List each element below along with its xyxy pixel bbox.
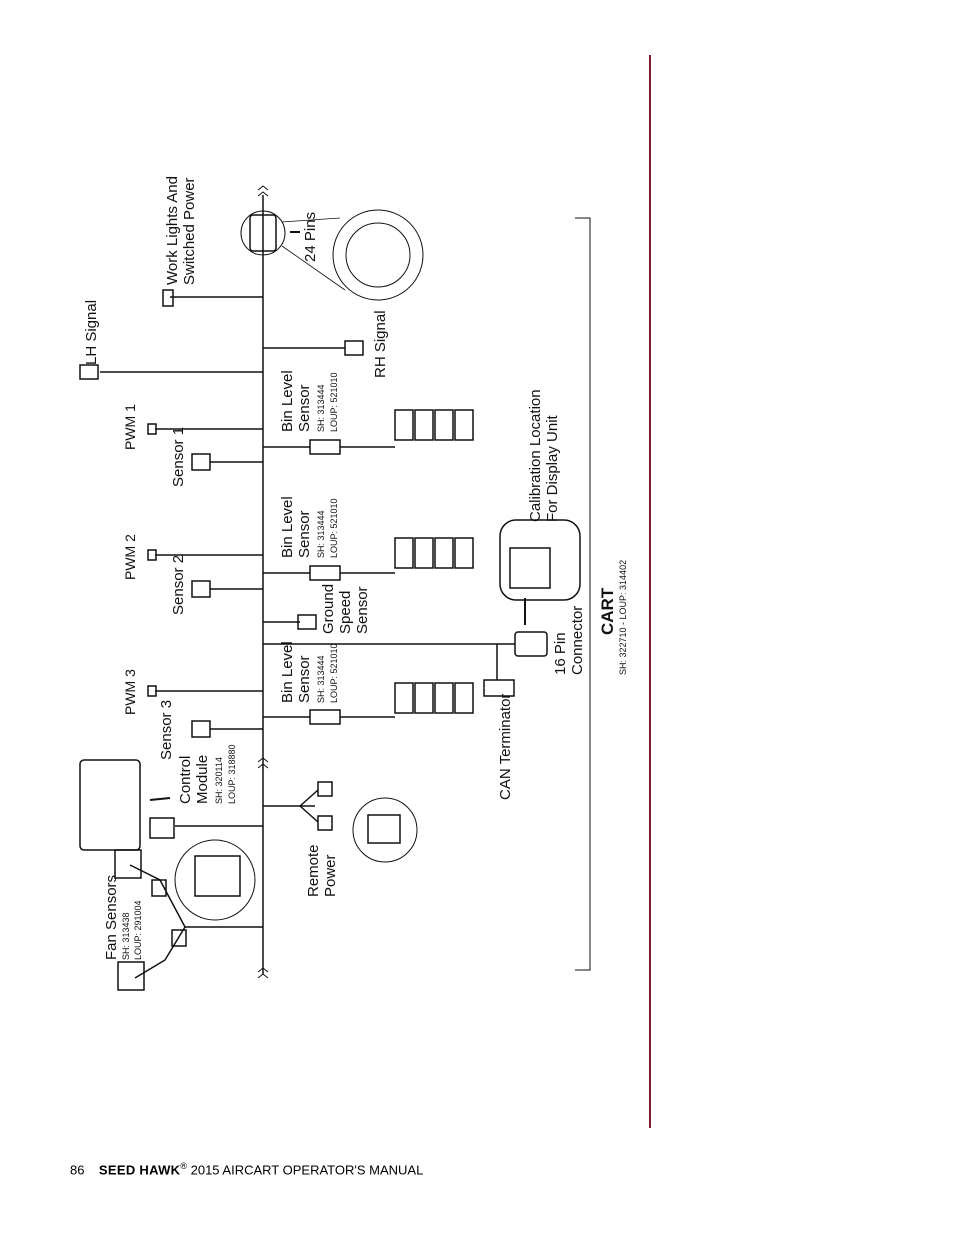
margin-rule (649, 55, 651, 1128)
pin16-line2: Connector (569, 606, 586, 675)
bin-level-2-line1: Bin Level (279, 496, 296, 558)
control-module-sh: SH: 320114 (214, 757, 224, 804)
calibration-line2: For Display Unit (544, 414, 561, 522)
can-terminator-label: CAN Terminator (497, 694, 514, 800)
fan-sensors-sh: SH: 313438 (121, 912, 131, 960)
ground-speed-line2: Speed (337, 591, 354, 634)
pins24-label: 24 Pins (302, 212, 319, 262)
manual-title: 2015 AIRCART OPERATOR'S MANUAL (187, 1162, 424, 1178)
control-module-line1: Control (177, 756, 194, 804)
bin-level-1-line1: Bin Level (279, 370, 296, 432)
cart-label: CART (598, 587, 617, 635)
sensor1-label: Sensor 1 (170, 427, 187, 487)
bin-level-1-loup: LOUP: 521010 (329, 372, 339, 432)
bin-level-2-sh: SH: 313444 (316, 510, 326, 558)
bin-level-2-line2: Sensor (296, 510, 313, 558)
pwm1-label: PWM 1 (122, 404, 138, 450)
calibration-line1: Calibration Location (527, 389, 544, 522)
fan-sensors-label: Fan Sensors (103, 875, 120, 960)
bin-level-3-loup: LOUP: 521010 (329, 643, 339, 703)
bin-level-3-sh: SH: 313444 (316, 655, 326, 703)
remote-power-line1: Remote (305, 844, 322, 897)
cart-parts: SH: 322710 - LOUP: 314402 (618, 560, 628, 675)
page-footer: 86 SEED HAWK® 2015 AIRCART OPERATOR'S MA… (70, 1161, 423, 1177)
sensor2-label: Sensor 2 (170, 555, 187, 615)
bin-level-blocks-1 (394, 409, 474, 441)
switched-power-label: Switched Power (181, 177, 198, 285)
work-lights-label: Work Lights And (164, 176, 181, 285)
brand-name: SEED HAWK (98, 1162, 181, 1178)
rh-signal-label: RH Signal (372, 310, 389, 378)
bin-level-1-sh: SH: 313444 (316, 384, 326, 432)
control-module-line2: Module (194, 755, 211, 804)
bin-level-2-loup: LOUP: 521010 (329, 498, 339, 558)
control-module-loup: LOUP: 318880 (227, 744, 237, 804)
fan-sensors-loup: LOUP: 291004 (133, 900, 143, 960)
pwm3-label: PWM 3 (122, 669, 138, 715)
bin-level-3-line1: Bin Level (279, 641, 296, 703)
page-number: 86 (70, 1162, 85, 1178)
ground-speed-line3: Sensor (354, 586, 371, 634)
registered-mark: ® (180, 1161, 187, 1171)
ground-speed-line1: Ground (320, 584, 337, 634)
pin16-line1: 16 Pin (552, 632, 569, 675)
lh-signal-label: LH Signal (83, 300, 100, 365)
pwm2-label: PWM 2 (122, 534, 138, 580)
remote-power-line2: Power (322, 854, 339, 897)
sensor3-label: Sensor 3 (158, 700, 175, 760)
bin-level-1-line2: Sensor (296, 384, 313, 432)
bin-level-3-line2: Sensor (296, 655, 313, 703)
